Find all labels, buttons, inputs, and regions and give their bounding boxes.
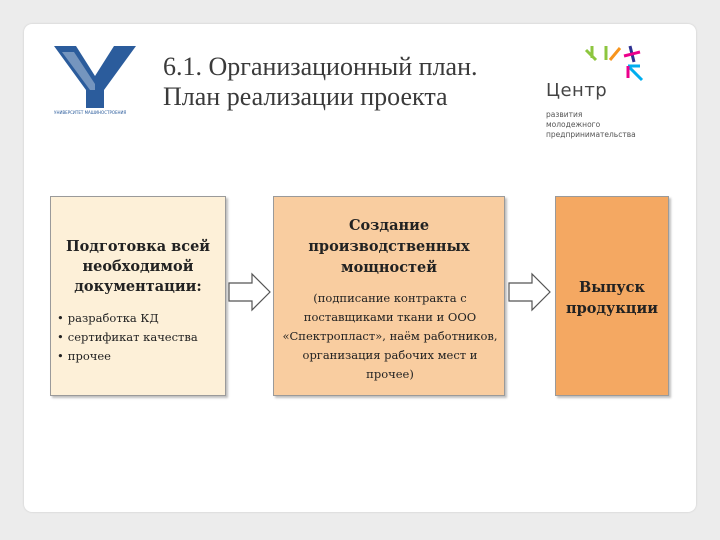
bullet-item: прочее [57,347,227,366]
centre-logo-subtitle: развития молодежного предпринимательства [546,110,636,140]
university-caption: УНИВЕРСИТЕТ МАШИНОСТРОЕНИЯ [54,110,127,115]
step-bullet-list: разработка КД сертификат качества прочее [57,309,227,366]
bullet-item: разработка КД [57,309,227,328]
centre-subtitle-line: развития [546,110,583,119]
university-logo: УНИВЕРСИТЕТ МАШИНОСТРОЕНИЯ [54,46,136,122]
centre-logo-word: Центр [546,80,608,101]
centre-subtitle-line: молодежного [546,120,601,129]
centre-logo: Центр развития молодежного предпринимате… [544,44,664,144]
step-details: (подписание контракта с поставщиками тка… [282,291,498,381]
title-line-2: План реализации проекта [163,82,448,111]
arrow-right-icon [508,272,551,312]
step-heading: Выпуск продукции [565,279,659,317]
centre-logo-icon [584,45,644,82]
step-box-product-release: Выпуск продукции [555,196,669,396]
title-line-1: 6.1. Организационный план. [163,52,478,81]
step-box-documentation: Подготовка всей необходимой документации… [50,196,226,396]
step-box-production-capacity: Создание производственных мощностей (под… [273,196,505,396]
step-heading: Создание производственных мощностей [308,217,470,276]
step-heading: Подготовка всей необходимой документации… [65,238,211,295]
arrow-right-icon [228,272,271,312]
centre-subtitle-line: предпринимательства [546,130,636,139]
page-title: 6.1. Организационный план. План реализац… [163,52,523,112]
bullet-item: сертификат качества [57,328,227,347]
university-logo-icon [54,46,136,108]
